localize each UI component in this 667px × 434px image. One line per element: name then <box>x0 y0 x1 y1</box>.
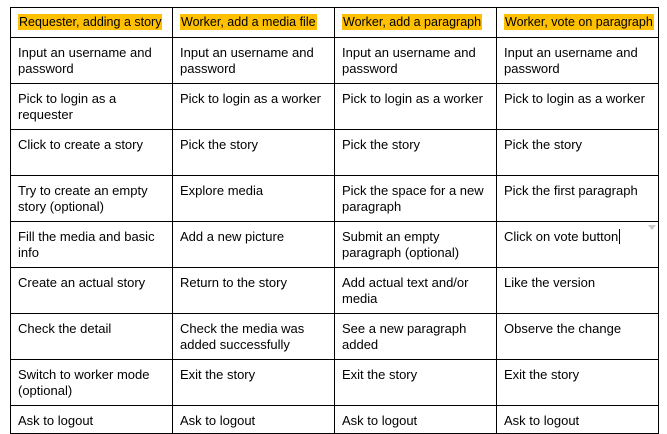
table-cell[interactable]: Pick to login as a worker <box>172 83 335 130</box>
table-row: Try to create an empty story (optional) … <box>10 175 659 222</box>
table-row: Check the detail Check the media was add… <box>10 313 659 360</box>
table-cell[interactable]: Input an username and password <box>334 37 497 84</box>
table-cell[interactable]: Click to create a story <box>10 129 173 176</box>
table-cell[interactable]: Create an actual story <box>10 267 173 314</box>
table-cell[interactable]: Input an username and password <box>10 37 173 84</box>
table-cell[interactable]: Explore media <box>172 175 335 222</box>
header-label-worker-add-media: Worker, add a media file <box>180 14 317 30</box>
table-cell[interactable]: Pick the story <box>172 129 335 176</box>
header-cell-worker-add-paragraph[interactable]: Worker, add a paragraph <box>334 7 497 38</box>
table-cell[interactable]: Add actual text and/or media <box>334 267 497 314</box>
header-cell-worker-vote-paragraph[interactable]: Worker, vote on paragraph <box>496 7 659 38</box>
test-steps-table: Requester, adding a story Worker, add a … <box>10 7 659 434</box>
active-cell-content: Click on vote button <box>504 225 656 245</box>
table-cell[interactable]: Pick the story <box>496 129 659 176</box>
table-cell[interactable]: Check the media was added successfully <box>172 313 335 360</box>
table-row: Ask to logout Ask to logout Ask to logou… <box>10 405 659 434</box>
spreadsheet-sheet: Requester, adding a story Worker, add a … <box>10 7 659 434</box>
table-cell[interactable]: Submit an empty paragraph (optional) <box>334 221 497 268</box>
table-row: Create an actual story Return to the sto… <box>10 267 659 314</box>
table-cell[interactable]: Exit the story <box>172 359 335 406</box>
table-cell[interactable]: Input an username and password <box>496 37 659 84</box>
table-row: Switch to worker mode (optional) Exit th… <box>10 359 659 406</box>
table-cell[interactable]: Like the version <box>496 267 659 314</box>
table-cell[interactable]: Fill the media and basic info <box>10 221 173 268</box>
table-cell[interactable]: Ask to logout <box>496 405 659 434</box>
table-cell[interactable]: Pick the first paragraph <box>496 175 659 222</box>
table-row: Click to create a story Pick the story P… <box>10 129 659 176</box>
table-cell[interactable]: Pick to login as a worker <box>496 83 659 130</box>
header-row: Requester, adding a story Worker, add a … <box>10 7 659 38</box>
table-cell[interactable]: Check the detail <box>10 313 173 360</box>
header-label-requester-adding-story: Requester, adding a story <box>18 14 163 30</box>
table-cell[interactable]: Exit the story <box>496 359 659 406</box>
table-cell[interactable]: Input an username and password <box>172 37 335 84</box>
table-cell[interactable]: Pick to login as a worker <box>334 83 497 130</box>
table-cell[interactable]: Ask to logout <box>334 405 497 434</box>
table-cell[interactable]: Ask to logout <box>10 405 173 434</box>
table-cell[interactable]: Ask to logout <box>172 405 335 434</box>
table-cell[interactable]: Pick to login as a requester <box>10 83 173 130</box>
header-cell-requester-adding-story[interactable]: Requester, adding a story <box>10 7 173 38</box>
active-table-cell[interactable]: Click on vote button <box>496 221 659 268</box>
active-cell-text: Click on vote button <box>504 229 619 244</box>
table-cell[interactable]: Exit the story <box>334 359 497 406</box>
header-cell-worker-add-media[interactable]: Worker, add a media file <box>172 7 335 38</box>
table-cell[interactable]: Switch to worker mode (optional) <box>10 359 173 406</box>
table-cell[interactable]: Pick the story <box>334 129 497 176</box>
table-cell[interactable]: Observe the change <box>496 313 659 360</box>
table-cell[interactable]: See a new paragraph added <box>334 313 497 360</box>
table-cell[interactable]: Pick the space for a new paragraph <box>334 175 497 222</box>
text-cursor <box>619 229 621 244</box>
dropdown-arrow-icon[interactable] <box>648 225 656 230</box>
header-label-worker-add-paragraph: Worker, add a paragraph <box>342 14 483 30</box>
table-row: Fill the media and basic info Add a new … <box>10 221 659 268</box>
header-label-worker-vote-paragraph: Worker, vote on paragraph <box>504 14 654 30</box>
table-row: Pick to login as a requester Pick to log… <box>10 83 659 130</box>
table-row: Input an username and password Input an … <box>10 37 659 84</box>
table-cell[interactable]: Try to create an empty story (optional) <box>10 175 173 222</box>
table-cell[interactable]: Add a new picture <box>172 221 335 268</box>
table-cell[interactable]: Return to the story <box>172 267 335 314</box>
